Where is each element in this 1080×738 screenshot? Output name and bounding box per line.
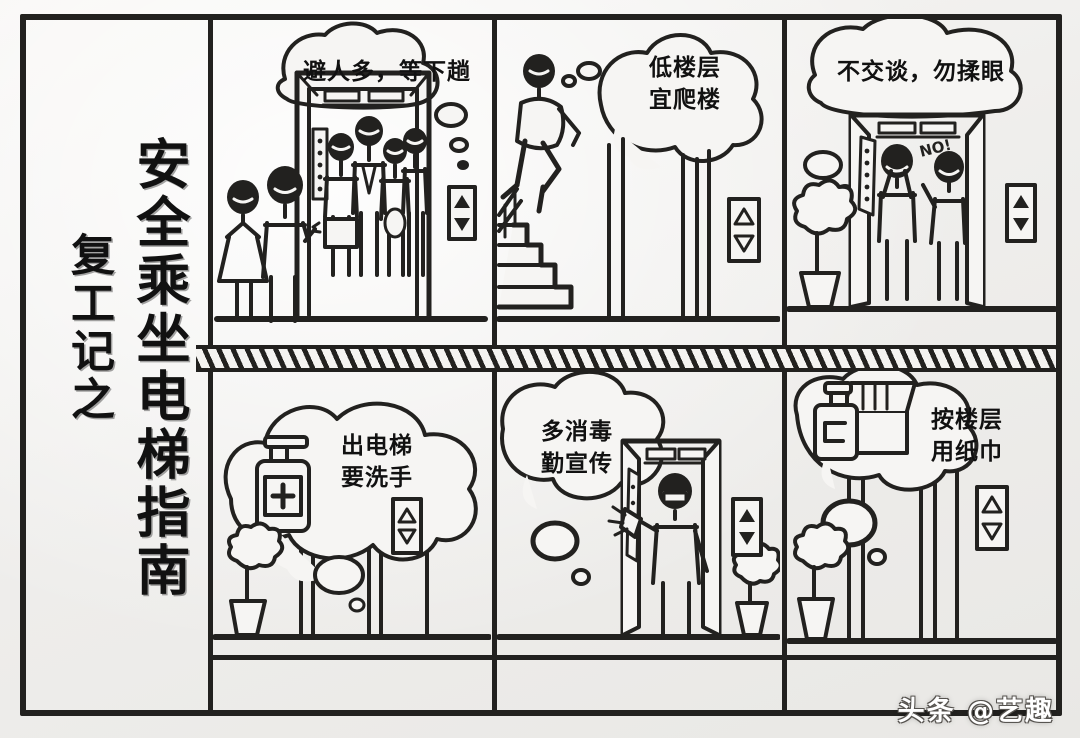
panel-5-artwork (497, 371, 780, 640)
panel-6: 按楼层 用纸巾 (787, 371, 1057, 655)
panel-3-bubble-text: 不交谈，勿揉眼 (837, 59, 1005, 85)
panel-6-bubble-text: 按楼层 用纸巾 (931, 407, 1003, 465)
panel-4-bubble-text: 出电梯 要洗手 (341, 433, 413, 491)
panel-6-artwork (787, 371, 1057, 644)
panel-1-artwork (214, 21, 488, 323)
panel-5-bubble-text: 多消毒 勤宣传 (541, 419, 613, 477)
panel-2-bubble-text: 低楼层 宜爬楼 (649, 55, 721, 113)
panel-2: 低楼层 宜爬楼 (497, 19, 780, 345)
divider-row2-bottom (208, 655, 1062, 660)
panel-3-artwork: NO! (787, 19, 1057, 312)
panel-1: 避人多，等下趟 (213, 19, 491, 345)
panel-1-bubble-text: 避人多，等下趟 (303, 59, 471, 85)
page-subtitle: 复工记之 (63, 232, 114, 424)
hatched-divider-band (196, 345, 1056, 372)
panel-2-artwork (497, 33, 780, 322)
comic-frame-border (20, 14, 1062, 716)
title-block: 安全乘坐电梯指南 复工记之 (26, 20, 204, 710)
panel-5: 多消毒 勤宣传 (497, 371, 780, 655)
watermark: 头条 @艺趣 (897, 696, 1054, 727)
panel-3: NO! 不交谈，勿揉眼 (787, 19, 1057, 345)
panel-4: 出电梯 要洗手 (213, 371, 491, 655)
panel-4-artwork (213, 401, 491, 640)
page-title: 安全乘坐电梯指南 (127, 136, 190, 600)
